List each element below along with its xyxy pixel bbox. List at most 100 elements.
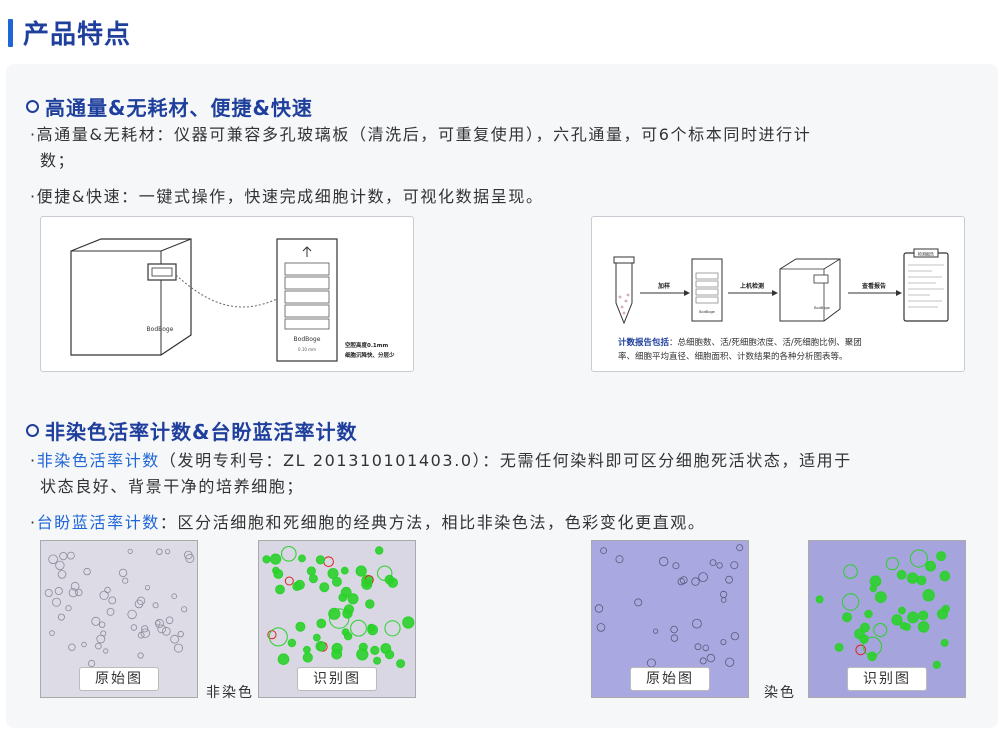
cell-marker: [384, 649, 395, 660]
original-label: 原始图: [79, 667, 159, 691]
cell-marker: [108, 596, 117, 605]
page-title: 产品特点: [23, 20, 132, 50]
cell-marker: [155, 620, 161, 626]
cell-cluster-marker: [873, 623, 888, 637]
unstained-highlight: 非染色活率计数: [36, 451, 160, 470]
paragraph-unstained: ·非染色活率计数（发明专利号：ZL 201310101403.0）：无需任何染料…: [30, 451, 852, 470]
cell-marker: [670, 634, 679, 642]
step-view-report: 查看报告: [861, 282, 886, 290]
cell-field: [815, 549, 951, 669]
cell-marker: [356, 648, 369, 661]
svg-text:计数报告包括：总细胞数、活/死细胞浓度、活/死细胞比例、聚团: 计数报告包括：总细胞数、活/死细胞浓度、活/死细胞比例、聚团: [618, 337, 862, 348]
cell-marker: [658, 556, 669, 567]
cell-marker: [161, 626, 171, 636]
cell-marker: [706, 653, 716, 663]
cell-marker: [272, 566, 280, 575]
cell-marker: [312, 633, 321, 642]
cell-marker: [725, 575, 734, 584]
cell-marker: [347, 593, 359, 605]
slide-brand: BodBoge: [294, 336, 321, 343]
cell-marker: [864, 609, 873, 619]
cell-cluster-marker: [384, 620, 401, 637]
cell-marker: [652, 628, 659, 634]
cell-field: [262, 546, 415, 669]
cell-marker: [327, 568, 339, 579]
title-accent-bar: [8, 18, 13, 47]
cell-marker: [918, 610, 929, 621]
cell-marker: [306, 566, 317, 576]
cell-marker: [68, 588, 78, 598]
cell-marker: [170, 634, 180, 644]
cell-marker: [122, 577, 129, 584]
summary-text-1: ：总细胞数、活/死细胞浓度、活/死细胞比例、聚团: [669, 337, 862, 348]
cell-marker: [867, 651, 877, 662]
cell-marker: [118, 568, 128, 578]
cell-marker: [331, 642, 343, 654]
cell-marker: [720, 639, 727, 646]
cell-marker: [127, 548, 133, 554]
cell-marker: [370, 645, 380, 656]
paragraph-throughput: ·高通量&无耗材：仪器可兼容多孔玻璃板（清洗后，可重复使用），六孔通量，可6个标…: [30, 125, 812, 144]
cell-marker: [343, 632, 353, 641]
cell-marker: [99, 590, 109, 600]
cell-marker: [44, 589, 53, 598]
cell-marker: [922, 589, 935, 602]
cell-marker: [679, 576, 688, 584]
cell-marker: [59, 552, 68, 561]
cell-marker: [692, 618, 702, 629]
cell-marker: [295, 621, 306, 632]
cell-marker: [308, 574, 318, 584]
cell-marker: [869, 584, 878, 593]
step-add-sample: 加样: [657, 282, 670, 290]
circle-bullet-icon: [26, 100, 39, 113]
cell-marker: [277, 653, 290, 665]
cell-marker: [365, 599, 375, 609]
cell-marker: [859, 622, 870, 633]
cell-marker: [691, 577, 700, 586]
cell-marker: [842, 612, 852, 623]
cell-marker: [891, 614, 903, 626]
cell-marker: [127, 609, 137, 620]
cell-marker: [634, 598, 643, 607]
cell-marker: [171, 593, 178, 599]
cell-marker: [91, 616, 101, 626]
cell-marker: [100, 630, 107, 637]
figure-workflow: 加样 BodBoge 上机检测 BodBoge 查看报告 检测报告: [591, 216, 965, 372]
cell-marker: [316, 618, 327, 629]
cell-marker: [319, 582, 330, 593]
cell-marker: [54, 587, 63, 596]
cell-marker: [869, 575, 882, 588]
cell-marker: [932, 660, 941, 669]
cell-marker: [173, 643, 183, 653]
cell-marker: [83, 567, 91, 576]
circle-bullet-icon: [26, 424, 39, 437]
cell-marker: [646, 658, 656, 668]
cell-marker: [81, 641, 87, 648]
recognized-label: 识别图: [297, 667, 377, 691]
cell-marker: [907, 611, 919, 624]
cell-marker: [270, 553, 282, 565]
cell-marker: [373, 656, 382, 665]
paragraph-unstained-cont: 状态良好、背景干净的培养细胞；: [40, 477, 305, 496]
cell-marker: [902, 622, 911, 631]
cell-marker: [874, 591, 887, 603]
cell-marker: [834, 643, 844, 652]
cell-marker: [130, 624, 138, 631]
page-title-bar: 产品特点: [8, 14, 131, 51]
paragraph-trypan: ·台盼蓝活率计数：区分活细胞和死细胞的经典方法，相比非染色法，色彩变化更直观。: [30, 513, 706, 532]
cell-marker: [275, 584, 285, 595]
cell-marker: [49, 630, 55, 636]
cell-marker: [303, 645, 311, 654]
cell-marker: [677, 577, 685, 586]
cell-marker: [184, 550, 193, 560]
section-title: 高通量&无耗材、便捷&快速: [45, 96, 313, 120]
cell-marker: [137, 652, 144, 659]
cell-marker: [55, 560, 65, 571]
summary-label: 计数报告包括: [618, 337, 670, 348]
cell-field: [44, 548, 195, 668]
cell-marker: [75, 588, 83, 597]
cell-marker: [916, 575, 927, 586]
cell-marker: [402, 616, 415, 629]
report-title: 检测报告: [918, 251, 934, 257]
cell-marker: [103, 648, 109, 654]
